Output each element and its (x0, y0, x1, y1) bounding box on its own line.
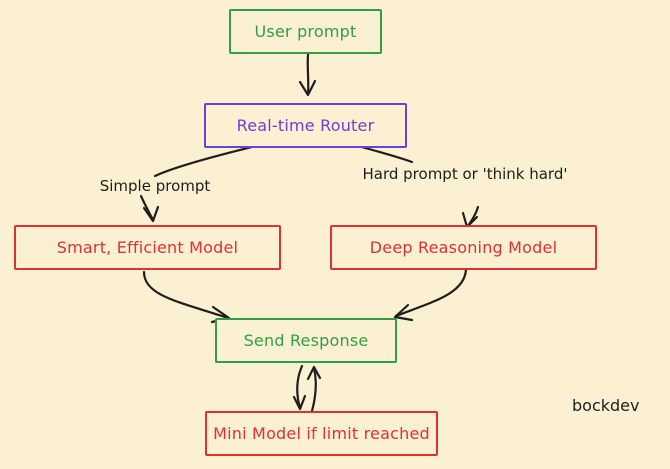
deep-model-label: Deep Reasoning Model (369, 238, 558, 257)
hard-prompt-edge-label: Hard prompt or 'think hard' (362, 165, 568, 183)
arrow-user-to-router (306, 52, 310, 96)
watermark: bockdev (572, 396, 640, 415)
arrow-router-to-smart (153, 144, 258, 178)
arrow-simple-to-smart (139, 194, 155, 222)
router-node: Real-time Router (204, 103, 407, 148)
arrow-mini-to-response (310, 366, 317, 413)
arrowhead-smart (142, 205, 160, 223)
arrow-router-to-deep (356, 144, 414, 164)
simple-prompt-edge-label: Simple prompt (99, 177, 211, 195)
arrowhead-router (298, 79, 317, 97)
mini-model-node: Mini Model if limit reached (205, 411, 438, 456)
arrowhead-response-bottom (306, 365, 322, 381)
arrowhead-response-right (393, 303, 414, 322)
deep-model-node: Deep Reasoning Model (330, 225, 597, 270)
send-response-node: Send Response (215, 318, 397, 363)
router-label: Real-time Router (236, 116, 375, 135)
arrow-deep-to-response (394, 268, 468, 318)
arrowhead-mini (292, 394, 307, 411)
send-response-label: Send Response (243, 331, 369, 350)
smart-model-label: Smart, Efficient Model (56, 238, 239, 257)
user-prompt-node: User prompt (229, 9, 382, 54)
arrow-response-to-mini (296, 364, 304, 410)
mini-model-label: Mini Model if limit reached (213, 424, 430, 443)
smart-model-node: Smart, Efficient Model (14, 225, 281, 270)
arrow-smart-to-response (142, 270, 230, 320)
user-prompt-label: User prompt (254, 22, 357, 41)
